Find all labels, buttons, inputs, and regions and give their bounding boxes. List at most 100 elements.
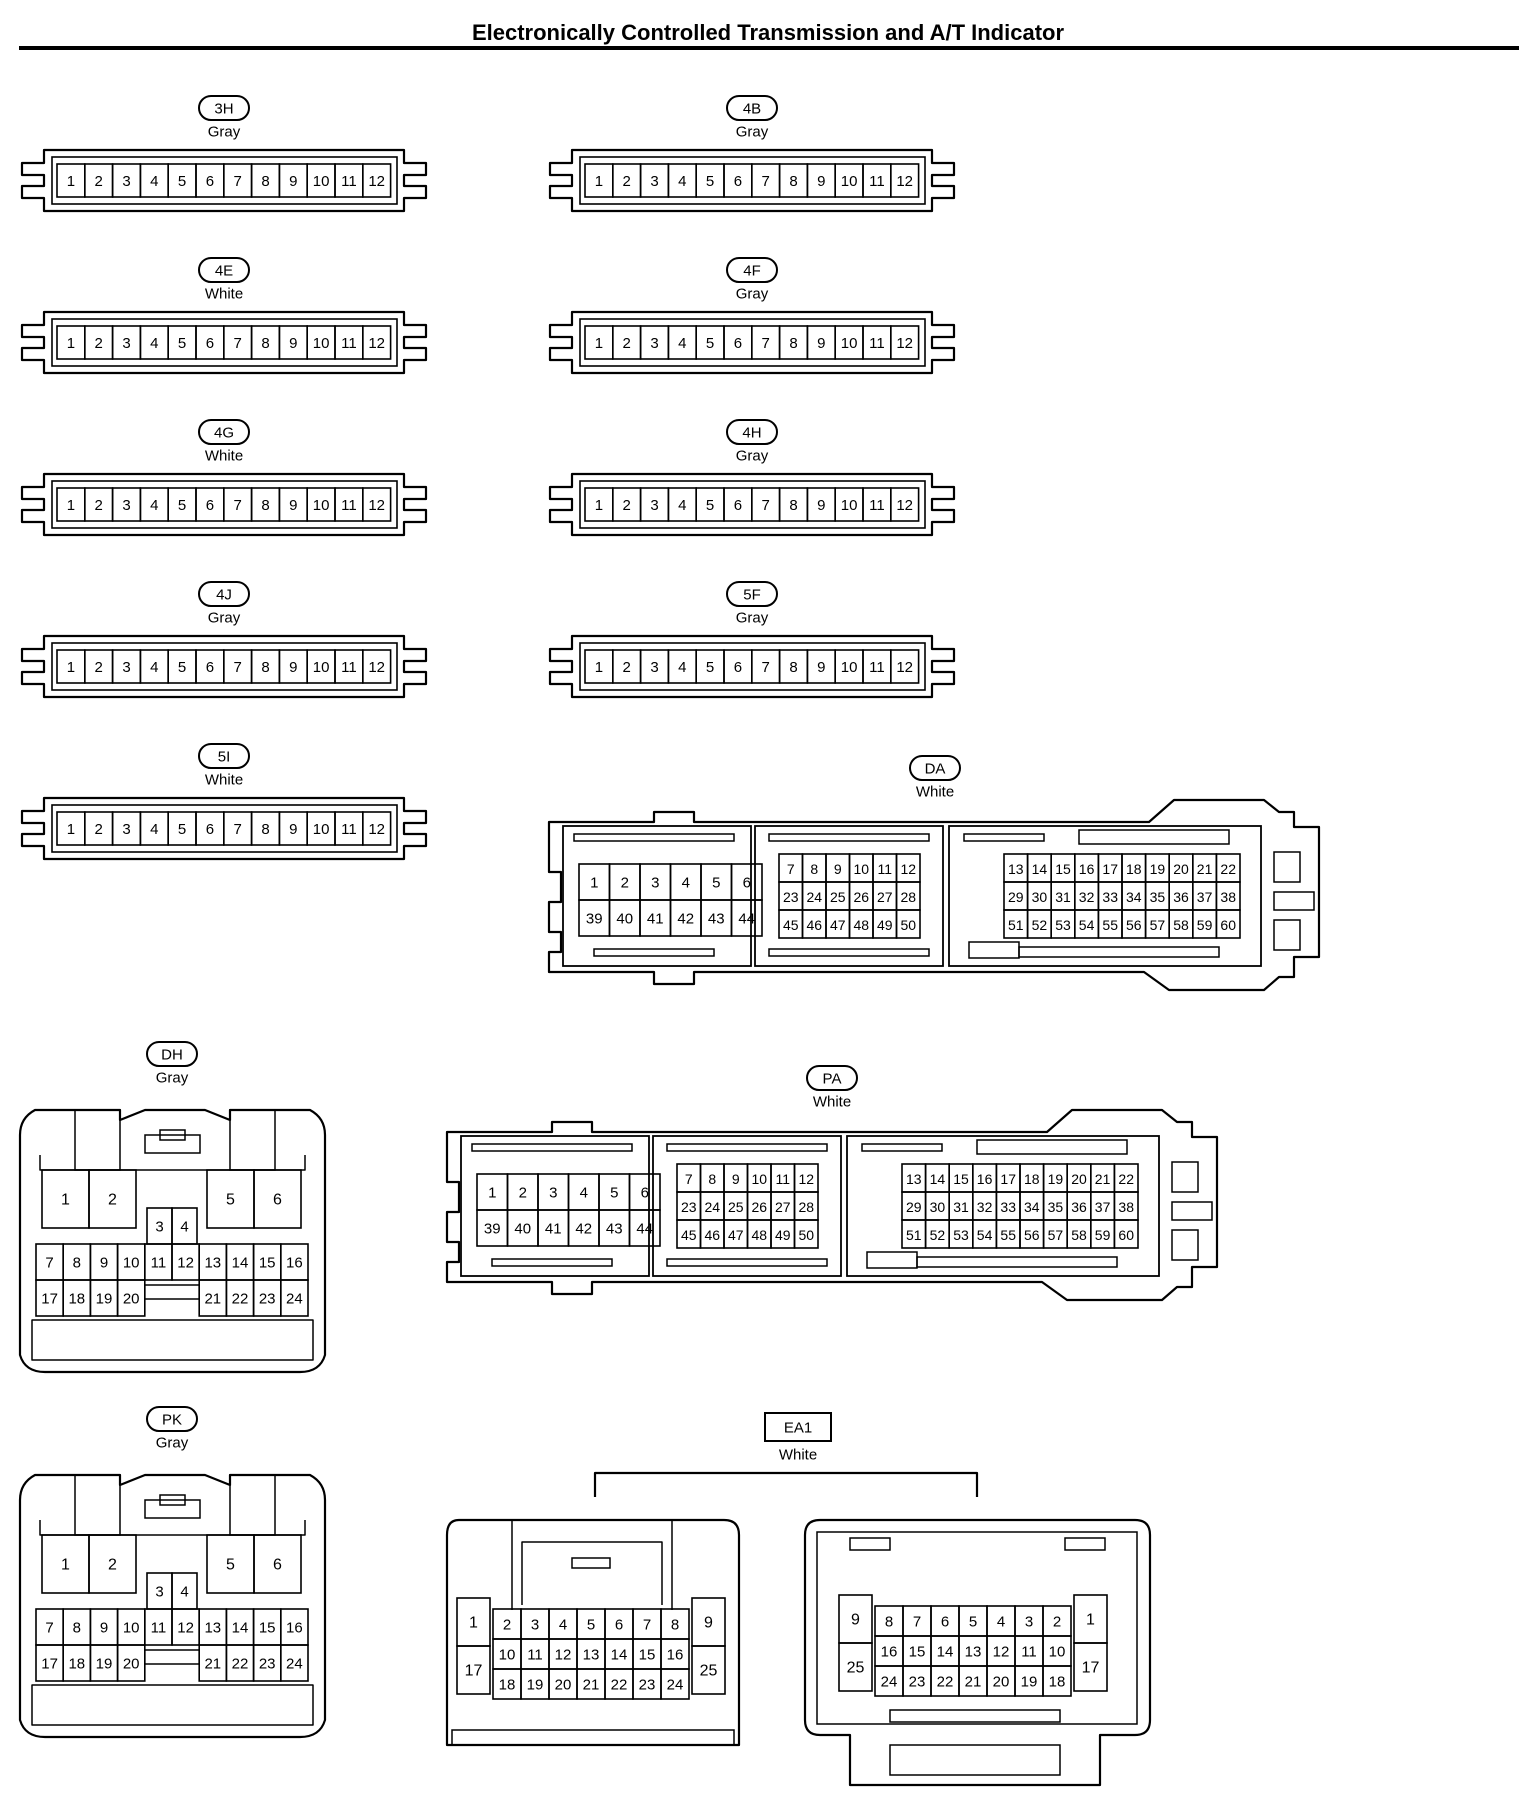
pin-number: 2 [623, 335, 631, 352]
pin-number: 28 [900, 889, 916, 905]
pin-number: 25 [830, 889, 846, 905]
pin-number: 17 [1082, 1660, 1100, 1677]
pin-number: 9 [289, 335, 297, 352]
pin-number: 20 [555, 1677, 572, 1694]
connector-inner-frame [39, 1155, 306, 1171]
pin-number: 8 [261, 659, 269, 676]
pin-number: 6 [206, 821, 214, 838]
lock-tab [144, 1499, 201, 1519]
pin-number: 12 [900, 861, 916, 877]
pin-number: 13 [1008, 861, 1024, 877]
pin-number: 8 [789, 497, 797, 514]
pin-number: 56 [1024, 1227, 1040, 1243]
connector-code: 4B [743, 101, 761, 118]
pin-cell [88, 1169, 137, 1229]
connector-inner-frame [579, 642, 926, 691]
pin-number: 19 [1150, 861, 1166, 877]
pin-number: 4 [150, 821, 158, 838]
pin-number: 9 [817, 173, 825, 190]
pin-number: 24 [667, 1677, 684, 1694]
connector-outline [20, 796, 428, 861]
polarity-key [144, 1284, 200, 1300]
connector-code: 5F [743, 587, 761, 604]
connector-color: Gray [736, 610, 769, 627]
pin-number: 25 [847, 1660, 865, 1677]
lock-tab [144, 1134, 201, 1154]
pin-cell [361, 649, 392, 684]
pin-number: 19 [96, 1656, 113, 1673]
connector-color: Gray [736, 124, 769, 141]
connector-section [846, 1135, 1160, 1277]
pin-number: 8 [708, 1171, 716, 1187]
pin-number: 1 [488, 1185, 496, 1202]
pin-number: 13 [906, 1171, 922, 1187]
connector-section [948, 825, 1262, 967]
pin-number: 7 [234, 173, 242, 190]
pin-number: 6 [734, 173, 742, 190]
pin-number: 12 [993, 1644, 1010, 1661]
latch-arm [74, 1474, 121, 1536]
pin-number: 50 [798, 1227, 814, 1243]
pin-number: 55 [1000, 1227, 1016, 1243]
pin-number: 11 [869, 497, 885, 514]
pin-number: 19 [96, 1291, 113, 1308]
pin-number: 10 [1049, 1644, 1066, 1661]
pin-number: 7 [234, 335, 242, 352]
pin-number: 2 [95, 497, 103, 514]
pin-cell [730, 899, 763, 937]
pin-number: 1 [67, 821, 75, 838]
latch-slot [976, 1139, 1128, 1155]
pin-number: 39 [586, 911, 603, 928]
pin-number: 46 [704, 1227, 720, 1243]
connector-outline [20, 634, 428, 699]
connector-color: White [205, 448, 243, 465]
pin-number: 30 [1032, 889, 1048, 905]
latch-arm [229, 1474, 276, 1536]
pin-number: 9 [100, 1620, 108, 1637]
connector-inner-frame [31, 1319, 314, 1361]
latch-slot [1018, 946, 1220, 958]
pin-number: 60 [1220, 917, 1236, 933]
pin-number: 11 [869, 335, 885, 352]
connector-outline [20, 148, 428, 213]
pin-number: 38 [1118, 1199, 1134, 1215]
pin-number: 12 [896, 659, 913, 676]
pin-number: 12 [368, 173, 385, 190]
pin-number: 41 [647, 911, 664, 928]
pin-number: 9 [289, 659, 297, 676]
latch-arm [74, 1109, 121, 1171]
pin-number: 1 [67, 497, 75, 514]
pin-number: 2 [503, 1617, 511, 1634]
pin-number: 13 [204, 1620, 221, 1637]
pin-number: 16 [881, 1644, 898, 1661]
pin-number: 15 [909, 1644, 926, 1661]
latch-slot [866, 1251, 918, 1269]
pin-number: 47 [830, 917, 846, 933]
pin-number: 27 [877, 889, 893, 905]
pin-number: 20 [993, 1674, 1010, 1691]
pin-number: 1 [67, 173, 75, 190]
connector-outline [548, 634, 956, 699]
pin-number: 7 [762, 659, 770, 676]
pin-number: 24 [286, 1291, 303, 1308]
pin-cell [253, 1534, 302, 1594]
pin-number: 51 [1008, 917, 1024, 933]
pin-number: 18 [1024, 1171, 1040, 1187]
pin-number: 10 [751, 1171, 767, 1187]
pin-number: 14 [232, 1620, 249, 1637]
pin-number: 4 [997, 1614, 1005, 1631]
pin-cell [889, 325, 920, 360]
pin-number: 20 [123, 1291, 140, 1308]
pin-number: 22 [1118, 1171, 1134, 1187]
pin-number: 48 [751, 1227, 767, 1243]
connector-inner-frame [579, 318, 926, 367]
pin-number: 10 [499, 1647, 516, 1664]
pin-number: 10 [123, 1255, 140, 1272]
pin-number: 23 [681, 1199, 697, 1215]
connector-outline [18, 1473, 327, 1739]
pin-number: 7 [762, 497, 770, 514]
